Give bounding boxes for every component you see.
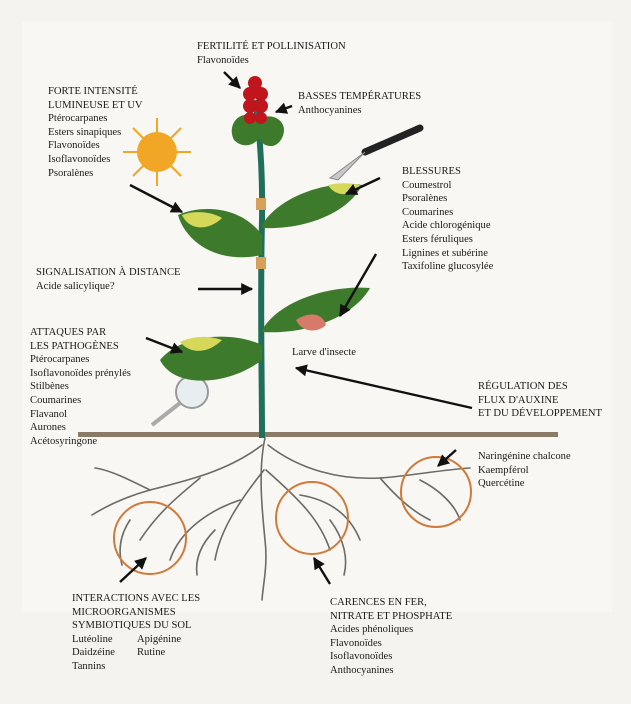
item: Ptérocarpanes [30,353,131,367]
heading: NITRATE ET PHOSPHATE [330,610,452,624]
item: Quercétine [478,477,571,491]
label-pathogenes: ATTAQUES PAR LES PATHOGÈNES Ptérocarpane… [30,326,131,448]
item: Isoflavonoïdes [330,650,452,664]
larva-label: Larve d'insecte [292,346,356,360]
heading: LUMINEUSE ET UV [48,99,143,113]
item: Isoflavonoïdes prénylés [30,367,131,381]
item: Flavonoïdes [48,139,143,153]
item: Esters sinapiques [48,126,143,140]
item: Kaempférol [478,464,571,478]
item: Anthocyanines [298,104,421,118]
item: Coumarines [30,394,131,408]
label-interactions: INTERACTIONS AVEC LES MICROORGANISMES SY… [72,592,200,674]
label-lumiere-uv: FORTE INTENSITÉ LUMINEUSE ET UV Ptérocar… [48,85,143,180]
item: Daidzéine [72,646,115,660]
item: Flavonoïdes [330,637,452,651]
heading: LES PATHOGÈNES [30,340,131,354]
ground-line [78,432,558,437]
item: Tannins [72,660,115,674]
item: Aurones [30,421,131,435]
item: Flavanol [30,408,131,422]
item: Lutéoline [72,633,115,647]
heading: MICROORGANISMES [72,606,200,620]
label-auxine: RÉGULATION DES FLUX D'AUXINE ET DU DÉVEL… [478,380,602,421]
heading: FORTE INTENSITÉ [48,85,143,99]
item: Acides phénoliques [330,623,452,637]
item: Anthocyanines [330,664,452,678]
item: Apigénine [137,633,181,647]
stem-band [256,198,266,210]
item: Esters féruliques [402,233,493,247]
label-carences: CARENCES EN FER, NITRATE ET PHOSPHATE Ac… [330,596,452,678]
heading: RÉGULATION DES [478,380,602,394]
heading: ATTAQUES PAR [30,326,131,340]
heading: FERTILITÉ ET POLLINISATION [197,40,346,54]
item: Psoralènes [48,167,143,181]
item: Acide salicylique? [36,280,181,294]
item: Psoralènes [402,192,493,206]
item: Lignines et subérine [402,247,493,261]
item: Ptérocarpanes [48,112,143,126]
item: Acétosyringone [30,435,131,449]
item: Taxifoline glucosylée [402,260,493,274]
heading: BASSES TEMPÉRATURES [298,90,421,104]
heading: SIGNALISATION À DISTANCE [36,266,181,280]
label-larve: Larve d'insecte [292,346,356,360]
item: Rutine [137,646,181,660]
label-basses-temperatures: BASSES TEMPÉRATURES Anthocyanines [298,90,421,117]
heading: CARENCES EN FER, [330,596,452,610]
label-fertilite: FERTILITÉ ET POLLINISATION Flavonoïdes [197,40,346,67]
item: Coumestrol [402,179,493,193]
item: Naringénine chalcone [478,450,571,464]
heading: ET DU DÉVELOPPEMENT [478,407,602,421]
item: Acide chlorogénique [402,219,493,233]
interactions-col-2: Apigénine Rutine [137,633,181,674]
item: Stilbènes [30,380,131,394]
item: Flavonoïdes [197,54,346,68]
item: Coumarines [402,206,493,220]
interactions-col-1: Lutéoline Daidzéine Tannins [72,633,115,674]
label-signalisation: SIGNALISATION À DISTANCE Acide salicyliq… [36,266,181,293]
item: Isoflavonoïdes [48,153,143,167]
heading: FLUX D'AUXINE [478,394,602,408]
label-auxine-items: Naringénine chalcone Kaempférol Quercéti… [478,450,571,491]
stem-band [256,257,266,269]
magnifier-lens [176,376,208,408]
heading: INTERACTIONS AVEC LES [72,592,200,606]
interactions-columns: Lutéoline Daidzéine Tannins Apigénine Ru… [72,633,200,674]
heading: SYMBIOTIQUES DU SOL [72,619,200,633]
heading: BLESSURES [402,165,493,179]
label-blessures: BLESSURES Coumestrol Psoralènes Coumarin… [402,165,493,274]
